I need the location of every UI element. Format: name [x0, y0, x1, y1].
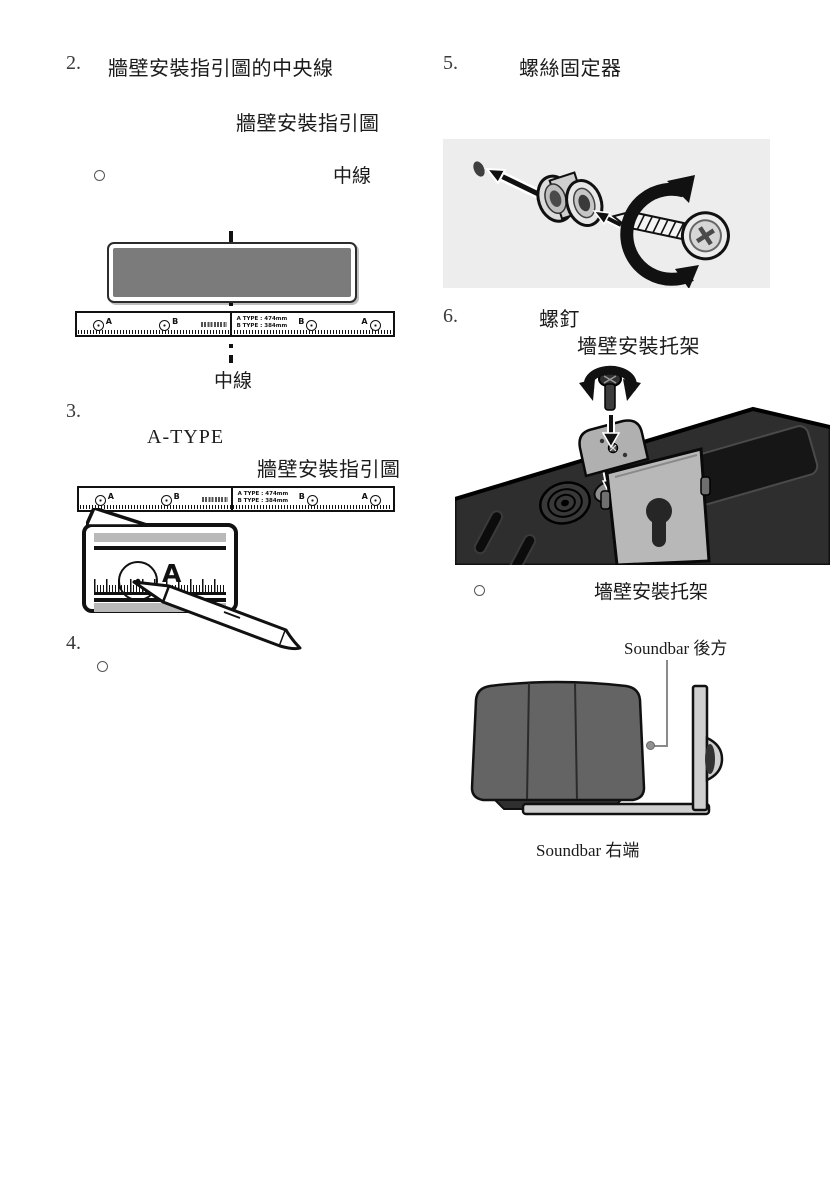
- soundbar-right-end-label: Soundbar 右端: [536, 841, 640, 860]
- step5-title: 螺絲固定器: [519, 58, 622, 80]
- anchor-screw-illustration: [473, 161, 730, 288]
- leader-line-horizontal: [652, 745, 668, 747]
- bullet-circle-icon: [97, 661, 108, 672]
- strip-ruler-ticks: [78, 330, 392, 334]
- step6-number: 6.: [443, 305, 458, 327]
- type-b-dimension: B TYPE : 384mm: [236, 323, 288, 330]
- strip-center-divider: [230, 313, 233, 335]
- strip-hole-a-left: A: [92, 317, 112, 331]
- step6-title: 螺釘: [539, 309, 580, 331]
- type-a-dimension: A TYPE : 474mm: [236, 316, 288, 322]
- pencil-icon: [132, 580, 302, 651]
- soundbar-back-label: Soundbar 後方: [624, 639, 728, 658]
- strip-type-text: A TYPE : 474mm B TYPE : 384mm: [237, 316, 288, 330]
- hole-letter: B: [298, 317, 305, 326]
- sideview-svg: [470, 680, 724, 816]
- callout-black-line-top: [94, 546, 226, 550]
- strip-hole-b-left: B: [160, 492, 180, 506]
- strip-hole-a-right: A: [362, 492, 381, 506]
- callout-pointer-icon: [86, 508, 151, 526]
- callout-gray-band-bottom: [94, 603, 226, 612]
- strip-hole-a-left: A: [94, 492, 114, 506]
- step2-title: 牆壁安裝指引圖的中央線: [108, 58, 334, 80]
- step3-number: 3.: [66, 400, 81, 422]
- hole-letter: B: [173, 492, 180, 501]
- step3-subtitle: 牆壁安裝指引圖: [257, 459, 401, 481]
- soundbar-front-view: [107, 242, 357, 303]
- bullet-circle-icon: [474, 585, 485, 596]
- type-a-dimension: A TYPE : 474mm: [237, 491, 289, 497]
- strip-hole-b-right: B: [298, 317, 318, 331]
- step5-number: 5.: [443, 52, 458, 74]
- step2-number: 2.: [66, 52, 81, 74]
- strip-microprint: [200, 322, 227, 327]
- step3-a-type: A-TYPE: [147, 426, 225, 448]
- hole-letter: A: [105, 317, 112, 326]
- hole-letter: A: [361, 492, 368, 501]
- hole-letter: B: [172, 317, 179, 326]
- step4-number: 4.: [66, 632, 81, 654]
- strip-type-text: A TYPE : 474mm B TYPE : 384mm: [238, 491, 289, 505]
- bracket-install-illustration: [455, 363, 830, 565]
- wallmount-guide-strip-2: A B A TYPE : 474mm B TYPE : 384mm B A: [77, 486, 395, 512]
- step2-subtitle: 牆壁安裝指引圖: [236, 113, 380, 135]
- step6-note: 墻壁安裝托架: [594, 582, 709, 603]
- hole-letter: A: [361, 317, 368, 326]
- callout-gray-band-top: [94, 533, 226, 542]
- wallmount-guide-strip-1: A B A TYPE : 474mm B TYPE : 384mm B A: [75, 311, 395, 337]
- hole-letter: A: [107, 492, 114, 501]
- bullet-circle-icon: [94, 170, 105, 181]
- step2-note: 中線: [333, 166, 372, 187]
- leader-dot-icon: [646, 741, 655, 750]
- hole-letter: B: [298, 492, 305, 501]
- centerline-label: 中線: [213, 371, 252, 392]
- type-b-dimension: B TYPE : 384mm: [237, 498, 289, 505]
- step6-subtitle: 墻壁安裝托架: [577, 336, 700, 358]
- strip-hole-b-left: B: [159, 317, 178, 331]
- leader-line-vertical: [666, 660, 668, 746]
- anchor-illustration-panel: [443, 139, 770, 288]
- strip-microprint: [201, 497, 228, 502]
- soundbar-front-fill: [113, 248, 351, 297]
- strip-ruler-ticks: [80, 505, 392, 509]
- strip-hole-a-right: A: [361, 317, 381, 331]
- strip-center-divider: [231, 488, 234, 510]
- sideview-illustration: [465, 676, 815, 821]
- strip-hole-b-right: B: [299, 492, 318, 506]
- bracket-install-svg: [455, 365, 830, 565]
